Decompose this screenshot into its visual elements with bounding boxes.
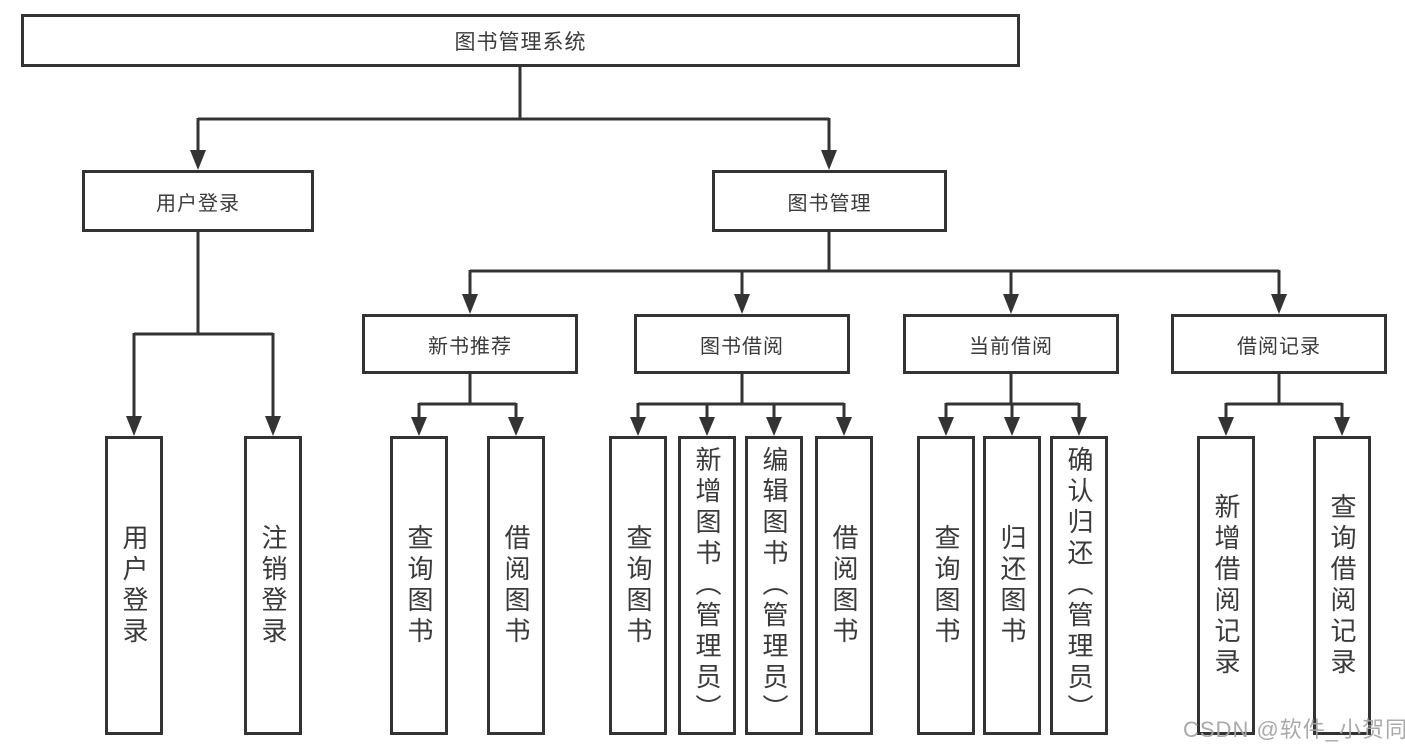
leaf-user-login: 用户登录 [105,436,163,735]
connector-borrow-to-leaves [630,374,852,436]
leaf-current-confirm-return-admin: 确认归还（管理员） [1050,436,1108,735]
connector-newrec-to-leaves [411,374,524,436]
node-user-login: 用户登录 [82,170,314,232]
leaf-current-return-books: 归还图书 [983,436,1041,735]
connector-records-to-leaves [1218,374,1350,436]
leaf-borrow-borrow-books-label: 借阅图书 [829,523,859,648]
leaf-borrow-borrow-books: 借阅图书 [815,436,873,735]
node-book-management: 图书管理 [712,170,947,232]
node-borrowing-records-label: 借阅记录 [1237,335,1321,358]
leaf-borrow-edit-books-admin: 编辑图书（管理员） [745,436,803,735]
leaf-borrow-query-books-label: 查询图书 [623,523,653,648]
node-borrowing-records: 借阅记录 [1171,314,1387,374]
connector-root-to-level2 [190,66,837,170]
leaf-records-add-record: 新增借阅记录 [1197,436,1255,735]
node-root: 图书管理系统 [21,14,1020,67]
node-user-login-label: 用户登录 [156,192,240,215]
node-new-book-recommend-label: 新书推荐 [428,335,512,358]
leaf-user-login-label: 用户登录 [119,523,149,648]
leaf-current-confirm-return-admin-label: 确认归还（管理员） [1064,446,1094,725]
leaf-records-query-record: 查询借阅记录 [1313,436,1371,735]
leaf-borrow-add-books-admin-label: 新增图书（管理员） [692,446,722,725]
node-root-label: 图书管理系统 [454,30,587,54]
leaf-borrow-add-books-admin: 新增图书（管理员） [678,436,736,735]
leaf-records-query-record-label: 查询借阅记录 [1327,492,1357,679]
leaf-newrec-borrow-books: 借阅图书 [487,436,545,735]
leaf-borrow-edit-books-admin-label: 编辑图书（管理员） [759,446,789,725]
node-book-borrowing: 图书借阅 [634,314,850,374]
connector-userlogin-to-leaves [126,231,281,436]
leaf-newrec-query-books: 查询图书 [390,436,448,735]
leaf-logout-label: 注销登录 [258,523,288,648]
node-book-management-label: 图书管理 [787,192,872,215]
node-book-borrowing-label: 图书借阅 [700,335,784,358]
leaf-current-query-books: 查询图书 [917,436,975,735]
node-current-borrowing-label: 当前借阅 [969,335,1053,358]
connector-current-to-leaves [938,374,1087,436]
leaf-borrow-query-books: 查询图书 [609,436,667,735]
node-new-book-recommend: 新书推荐 [362,314,578,374]
leaf-current-return-books-label: 归还图书 [997,523,1027,648]
leaf-logout: 注销登录 [244,436,302,735]
csdn-watermark: CSDN @软件_小贺同学 [1183,717,1405,742]
leaf-current-query-books-label: 查询图书 [931,523,961,648]
node-current-borrowing: 当前借阅 [903,314,1119,374]
leaf-newrec-query-books-label: 查询图书 [404,523,434,648]
leaf-newrec-borrow-books-label: 借阅图书 [501,523,531,648]
leaf-records-add-record-label: 新增借阅记录 [1211,492,1241,679]
connector-bookmgmt-to-level3 [462,231,1287,314]
